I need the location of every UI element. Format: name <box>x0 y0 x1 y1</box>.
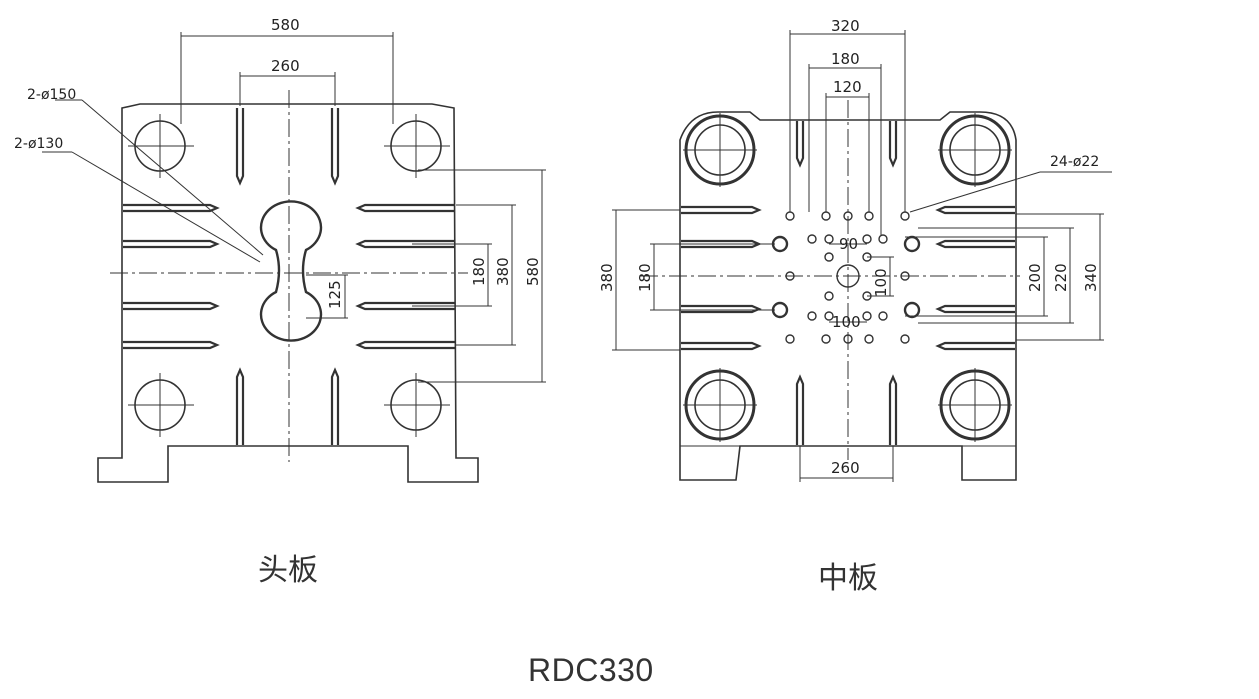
head-tiebar-hole-bl <box>128 373 194 437</box>
head-tslots-right <box>355 203 455 350</box>
middle-dim-220: 220 <box>1052 263 1070 292</box>
middle-dim-holes-22: 24-ø22 <box>1050 154 1099 170</box>
middle-plate-caption: 中板 <box>818 561 878 596</box>
head-tslots-vertical <box>235 108 340 445</box>
middle-tiebar-bushing-br <box>938 368 1012 442</box>
head-dim-580-right: 580 <box>524 257 542 286</box>
middle-plate-outline <box>679 111 1017 481</box>
head-plate-caption: 头板 <box>258 553 318 588</box>
head-dim-580-top: 580 <box>271 16 300 34</box>
head-dim-180: 180 <box>470 257 488 286</box>
middle-dim-100-v: 100 <box>872 268 890 297</box>
middle-tiebar-bushing-tl <box>683 113 757 187</box>
head-plate-outline <box>97 103 479 483</box>
head-center-opening <box>259 200 323 342</box>
middle-tslots <box>681 121 1015 445</box>
head-dim-hole-130: 2-ø130 <box>14 136 63 152</box>
head-tiebar-hole-tl <box>128 114 194 178</box>
middle-dim-120: 120 <box>833 78 862 96</box>
middle-dimension-lines <box>612 30 1112 482</box>
middle-dim-340: 340 <box>1082 263 1100 292</box>
model-label: RDC330 <box>528 652 654 688</box>
middle-dim-180-left: 180 <box>636 263 654 292</box>
head-dim-125: 125 <box>326 280 344 309</box>
head-plate <box>42 32 546 483</box>
middle-dim-100-h: 100 <box>832 313 861 331</box>
head-dimension-lines <box>42 32 546 383</box>
head-dimension-labels: 580 260 2-ø150 2-ø130 125 180 380 580 <box>14 16 542 309</box>
middle-tiebar-bushing-tr <box>938 113 1012 187</box>
head-tiebar-hole-tr <box>384 114 450 178</box>
middle-plate <box>612 30 1112 482</box>
middle-dimension-labels: 320 180 120 24-ø22 90 100 100 380 180 20… <box>598 17 1100 477</box>
middle-tiebar-bushing-bl <box>683 368 757 442</box>
middle-dim-380: 380 <box>598 263 616 292</box>
head-dim-260-top: 260 <box>271 57 300 75</box>
middle-dim-180: 180 <box>831 50 860 68</box>
head-dim-380: 380 <box>494 257 512 286</box>
head-dim-hole-150: 2-ø150 <box>27 87 76 103</box>
middle-dim-320: 320 <box>831 17 860 35</box>
middle-dim-200: 200 <box>1026 263 1044 292</box>
head-tiebar-hole-br <box>384 373 450 437</box>
middle-dim-90: 90 <box>839 235 858 253</box>
head-tslots-left <box>123 203 220 350</box>
middle-dim-260: 260 <box>831 459 860 477</box>
